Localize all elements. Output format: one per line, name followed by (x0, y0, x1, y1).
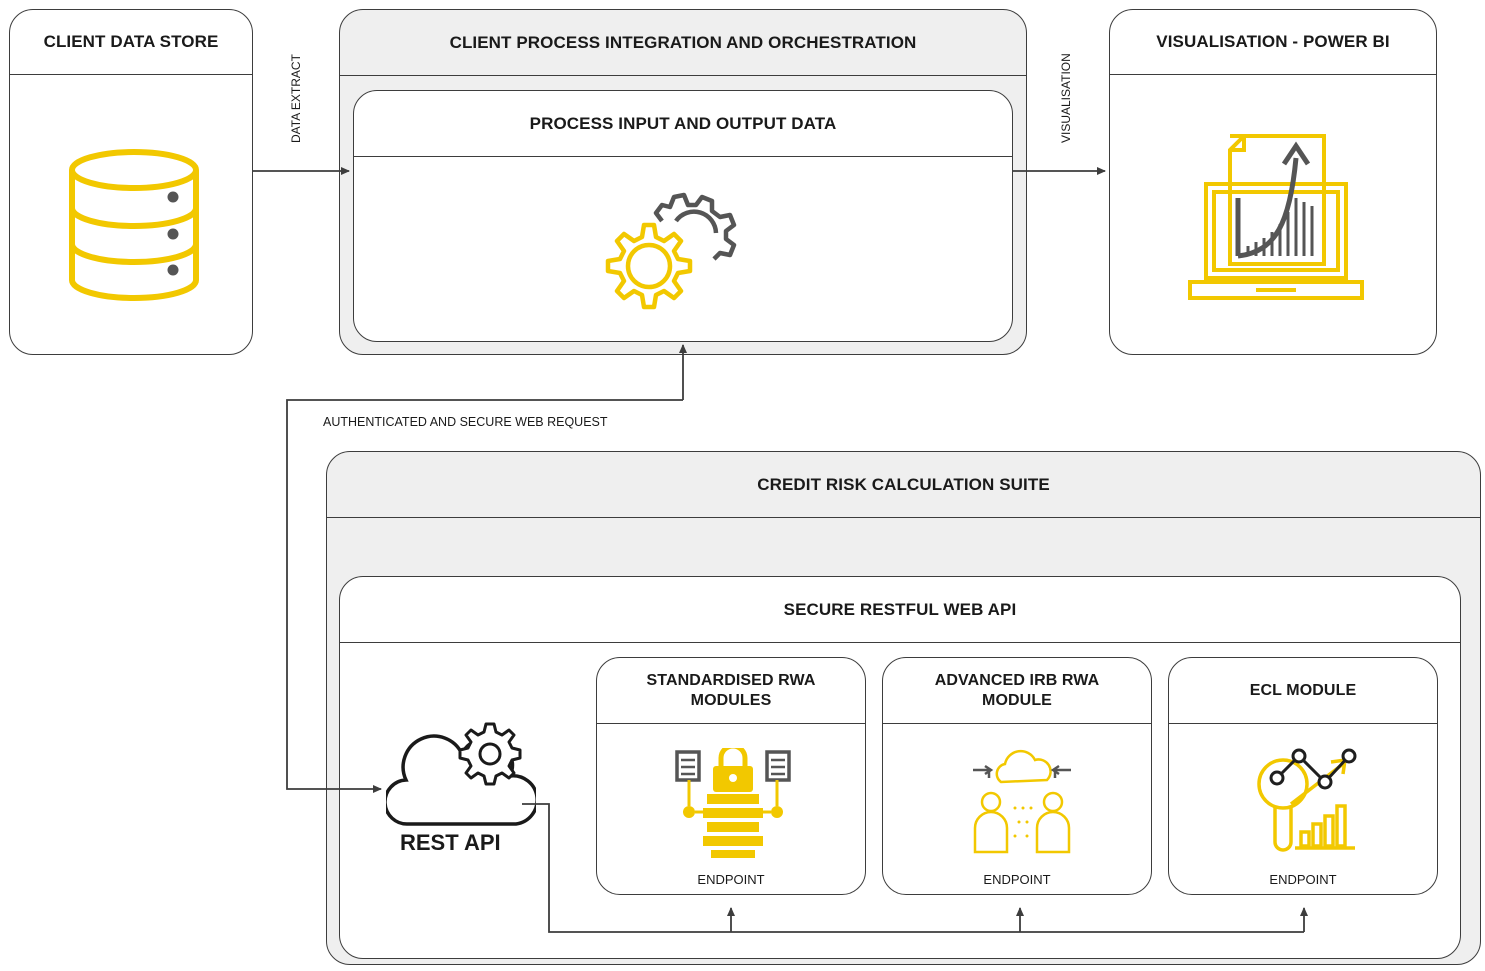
client-data-store-box: CLIENT DATA STORE (9, 9, 253, 355)
ecl-module-title: ECL MODULE (1169, 658, 1437, 724)
gears-icon (605, 192, 737, 310)
analytics-icon (1257, 748, 1357, 852)
client-data-store-title: CLIENT DATA STORE (10, 10, 252, 75)
visualisation-title: VISUALISATION - POWER BI (1110, 10, 1436, 75)
process-io-box: PROCESS INPUT AND OUTPUT DATA (353, 90, 1013, 342)
credit-risk-suite-title: CREDIT RISK CALCULATION SUITE (327, 452, 1480, 518)
data-extract-label: DATA EXTRACT (289, 54, 303, 143)
cloud-gear-icon[interactable] (386, 720, 536, 830)
airb-rwa-module-box[interactable]: ADVANCED IRB RWA MODULE ENDPOINT (882, 657, 1152, 895)
process-io-title: PROCESS INPUT AND OUTPUT DATA (354, 91, 1012, 157)
airb-rwa-endpoint-label: ENDPOINT (983, 872, 1051, 887)
laptop-report-icon (1188, 134, 1364, 300)
ecl-endpoint-label: ENDPOINT (1269, 872, 1337, 887)
web-api-title: SECURE RESTFUL WEB API (340, 577, 1460, 643)
visualisation-label: VISUALISATION (1059, 53, 1073, 143)
server-lock-icon (675, 748, 791, 858)
airb-rwa-module-title: ADVANCED IRB RWA MODULE (883, 658, 1151, 724)
std-rwa-endpoint-label: ENDPOINT (697, 872, 765, 887)
web-request-label: AUTHENTICATED AND SECURE WEB REQUEST (323, 415, 608, 429)
std-rwa-module-box[interactable]: STANDARDISED RWA MODULES ENDPOINT (596, 657, 866, 895)
ecl-module-box[interactable]: ECL MODULE ENDPOINT (1168, 657, 1438, 895)
database-icon (69, 149, 199, 302)
cloud-users-icon (973, 749, 1071, 854)
std-rwa-module-title: STANDARDISED RWA MODULES (597, 658, 865, 724)
visualisation-box: VISUALISATION - POWER BI (1109, 9, 1437, 355)
orchestration-title: CLIENT PROCESS INTEGRATION AND ORCHESTRA… (340, 10, 1026, 76)
rest-api-label: REST API (400, 830, 501, 855)
